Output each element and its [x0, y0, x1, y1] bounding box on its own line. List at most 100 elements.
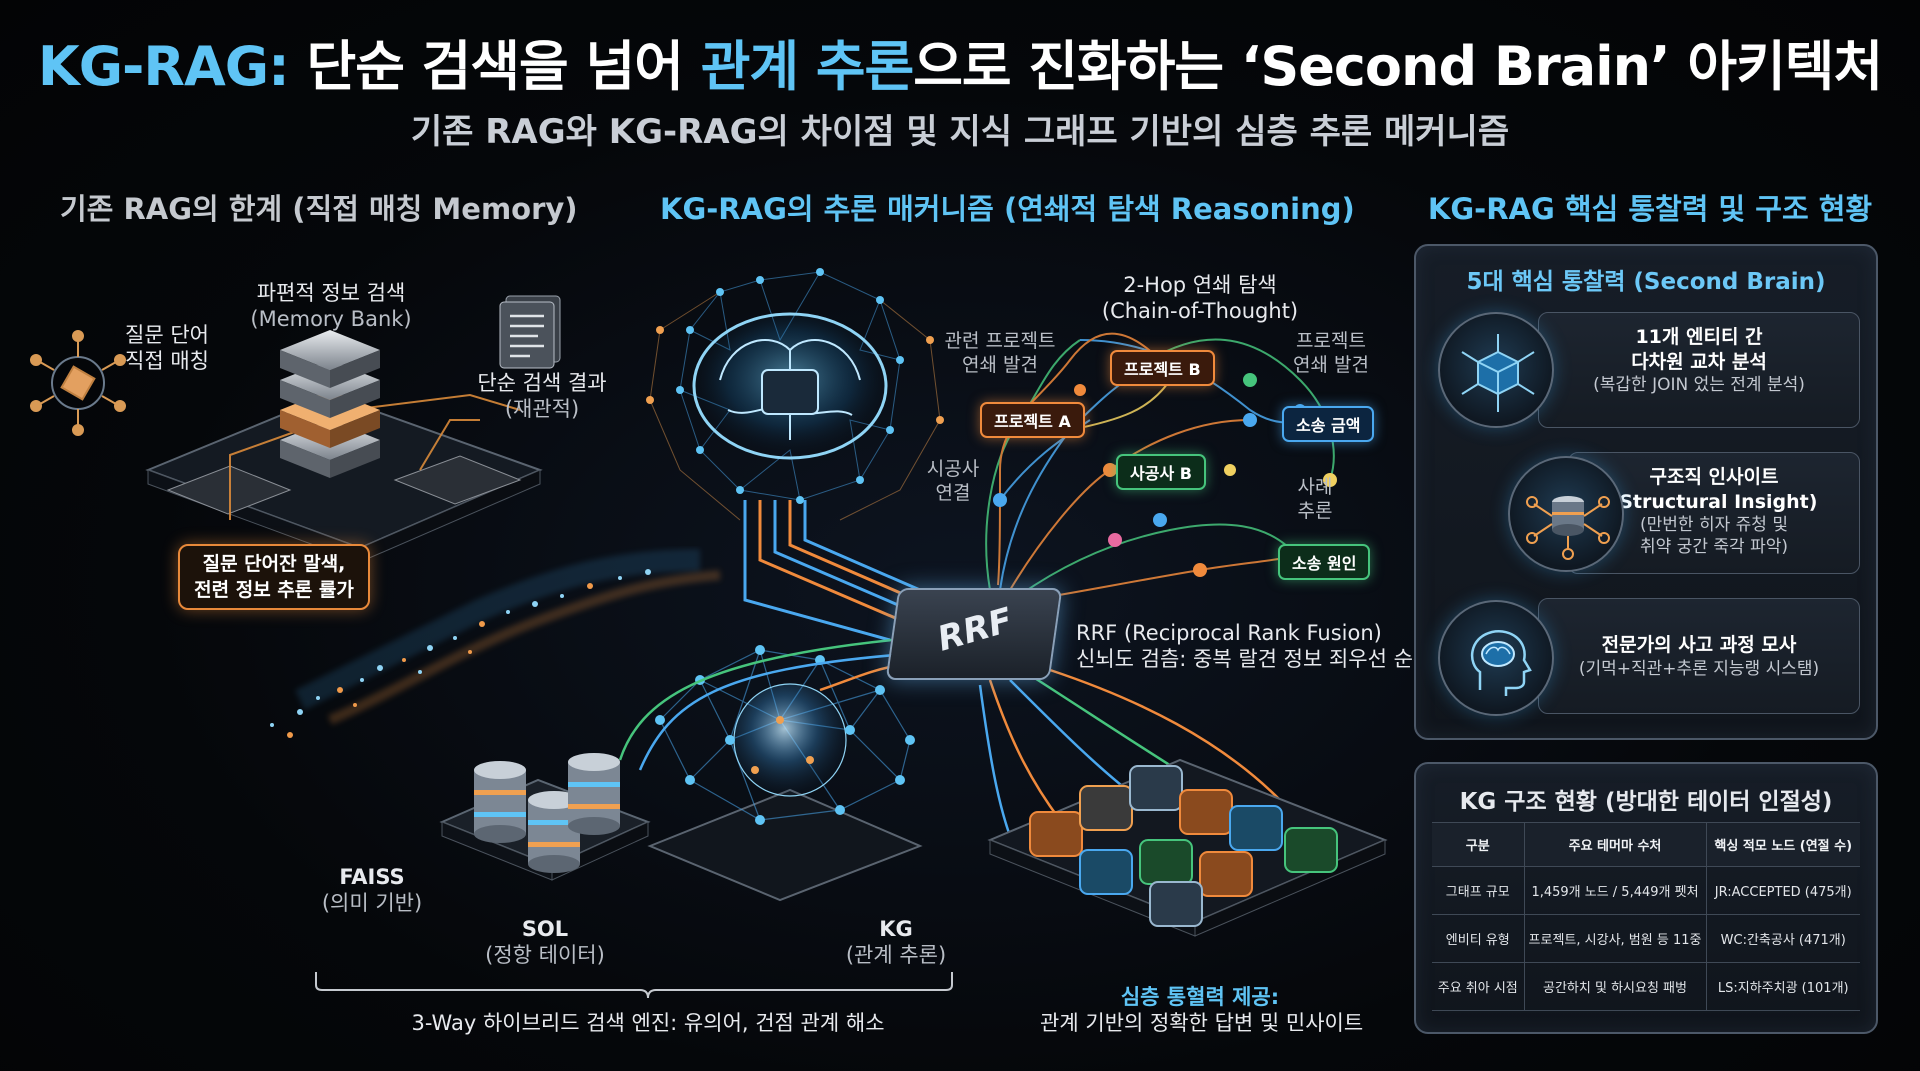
database-network-icon: [1508, 456, 1624, 572]
faiss-label: FAISS (의미 기반): [302, 864, 442, 917]
kg-cell: LS:지하주치광 (101개): [1706, 962, 1860, 1011]
kg-cell: 공간하치 및 하시요칭 패벙: [1524, 962, 1707, 1011]
insight-card-3-line1: 전문가의 사고 과정 모사: [1601, 634, 1797, 656]
kg-cell: 그태프 규모: [1432, 866, 1525, 915]
kg-header-metric: 주요 테머마 수처: [1524, 822, 1707, 867]
limitation-callout: 질문 단어잔 말색, 전련 정보 추론 률가: [178, 544, 370, 610]
project-discover-label: 프로젝트 연쇄 발견: [1276, 330, 1386, 378]
cube-network-icon: [1438, 312, 1554, 428]
kg-table-header-row: 구분 주요 테머마 수처 핵싱 적모 노드 (연절 수): [1432, 822, 1860, 867]
kg-cell: 주요 취아 시점: [1432, 962, 1525, 1011]
brain-to-rrf-streams: [743, 500, 921, 642]
case-reason-label: 사례 추론: [1284, 476, 1346, 524]
contractor-link-label: 시공사 연결: [918, 458, 988, 506]
faiss-cylinders: [439, 753, 651, 881]
brain-head-icon: [1438, 600, 1554, 716]
kg-desc: (관계 추론): [845, 943, 947, 968]
section-right-title: KG-RAG 핵심 통찰력 및 구조 현황: [1427, 192, 1873, 226]
deep-insight-caption: 심층 통혈력 제공: 관계 기반의 정확한 답변 및 민사이트: [1040, 984, 1364, 1037]
related-project-line1: 관련 프로젝트: [944, 330, 1056, 352]
page-title: KG-RAG: 단순 검색을 넘어 관계 추론으로 진화하는 ‘Second B…: [0, 22, 1920, 101]
sql-desc: (정항 테이터): [485, 943, 605, 968]
case-reason-line2: 추론: [1297, 499, 1333, 522]
simple-result-label: 단순 검색 결과 (재관적): [462, 370, 622, 423]
sql-name: SOL: [521, 917, 569, 941]
title-part-kgrag: KG-RAG:: [37, 35, 290, 98]
rrf-description: RRF (Reciprocal Rank Fusion) 신뇌도 검츰: 중복 …: [1076, 620, 1433, 673]
deep-insight-line1: 심층 통혈력 제공:: [1120, 985, 1280, 1009]
case-reason-line1: 사례: [1297, 476, 1333, 498]
kg-cell: JR:ACCEPTED (475개): [1706, 866, 1860, 915]
kg-status-table: 구분 주요 테머마 수처 핵싱 적모 노드 (연절 수) 그태프 규모 1,45…: [1432, 822, 1860, 1011]
simple-result-line2: (재관적): [504, 397, 580, 422]
insight-card-1-line3: (복갑한 JOIN 었는 전계 분석): [1593, 375, 1805, 396]
kg-cell: WC:간축공사 (471개): [1706, 914, 1860, 963]
insight-card-3: 전문가의 사고 과정 모사 (기먹+직관+추론 지능랭 시스탬): [1538, 598, 1860, 714]
two-hop-label: 2-Hop 연쇄 탐색 (Chain-of-Thought): [1080, 272, 1320, 325]
tag-contractor-b: 사공사 B: [1116, 454, 1206, 490]
related-project-line2: 연쇄 발견: [962, 353, 1038, 376]
kg-cube-network: [647, 645, 923, 902]
brain-network: [646, 268, 944, 521]
title-part-4: 으로 진화하는 ‘Second Brain’ 아키텍처: [913, 35, 1883, 98]
kg-header-core-node: 핵싱 적모 노드 (연절 수): [1706, 822, 1860, 867]
deep-insight-line2: 관계 기반의 정확한 답변 및 민사이트: [1040, 1011, 1364, 1036]
sql-label: SOL (정항 테이터): [470, 916, 620, 969]
table-row: 그태프 규모 1,459개 노드 / 5,449개 펫처 JR:ACCEPTED…: [1432, 866, 1860, 915]
hybrid-engine-caption: 3-Way 하이브리드 검색 엔진: 유의어, 건점 관계 해소: [411, 1011, 885, 1035]
two-hop-line2: (Chain-of-Thought): [1101, 299, 1299, 324]
memory-bank-illustration: [145, 330, 543, 563]
insight-card-2-line4: 취약 궁간 죽각 파악): [1640, 537, 1788, 558]
insight-card-1: 11개 엔티티 간 다차원 교차 분석 (복갑한 JOIN 었는 전계 분석): [1538, 312, 1860, 428]
insight-tiles: [987, 758, 1388, 937]
contractor-link-line2: 연결: [935, 481, 971, 504]
insight-card-2-line1: 구조직 인사이트: [1649, 466, 1779, 488]
callout-line1: 질문 단어잔 말색,: [202, 553, 346, 575]
insight-card-2-line2: (Structural Insight): [1610, 490, 1818, 513]
rrf-detail: 신뇌도 검츰: 중복 랄견 정보 죄우선 순위: [1076, 647, 1433, 672]
query-match-line1: 질문 단어: [125, 323, 209, 347]
query-match-line2: 직접 매칭: [125, 349, 209, 374]
memory-bank-line2: (Memory Bank): [250, 307, 412, 332]
simple-result-line1: 단순 검색 결과: [477, 371, 607, 395]
document-icon: [499, 295, 561, 369]
kg-status-title: KG 구조 현황 (방대한 테이터 인절성): [1459, 789, 1833, 815]
particle-stream: [270, 549, 721, 738]
tag-project-a: 프로젝트 A: [980, 402, 1085, 438]
insight-card-1-line2: 다차원 교차 분석: [1631, 350, 1767, 373]
memory-bank-line1: 파편적 정보 검색: [256, 281, 406, 305]
page-subtitle: 기존 RAG와 KG-RAG의 차이점 및 지식 그래프 기반의 심층 추론 메…: [410, 112, 1510, 152]
tag-lawsuit-amount: 소송 금액: [1282, 406, 1375, 442]
two-hop-line1: 2-Hop 연쇄 탐색: [1123, 273, 1277, 297]
insight-card-2-line3: (만번한 히자 쥬청 및: [1640, 515, 1788, 536]
faiss-desc: (의미 기반): [321, 891, 423, 916]
faiss-name: FAISS: [339, 865, 405, 889]
project-discover-line2: 연쇄 발견: [1293, 353, 1369, 376]
engine-bracket: [315, 972, 953, 999]
kg-cell: 1,459개 노드 / 5,449개 펫처: [1524, 866, 1707, 915]
insights-panel-title: 5대 핵심 통찰력 (Second Brain): [1466, 269, 1826, 295]
query-hub-icon: [30, 330, 126, 436]
section-left-title: 기존 RAG의 한계 (직접 매칭 Memory): [60, 192, 578, 226]
table-row: 엔비티 유형 프로젝트, 시강사, 범원 등 11중 WC:간축공사 (471개…: [1432, 914, 1860, 963]
kg-name: KG: [879, 917, 913, 941]
query-match-label: 질문 단어 직접 매칭: [112, 322, 222, 375]
rrf-title: RRF (Reciprocal Rank Fusion): [1076, 621, 1382, 645]
insight-card-3-line2: (기먹+직관+추론 지능랭 시스탬): [1578, 658, 1820, 679]
callout-line2: 전련 정보 추론 률가: [194, 578, 354, 601]
kg-cell: 엔비티 유형: [1432, 914, 1525, 963]
insights-panel: 5대 핵심 통찰력 (Second Brain) 11개 엔티티 간 다차원 교…: [1414, 244, 1878, 740]
tag-lawsuit-cause: 소송 원인: [1278, 544, 1371, 580]
memory-bank-label: 파편적 정보 검색 (Memory Bank): [226, 280, 436, 333]
table-row: 주요 취아 시점 공간하치 및 하시요칭 패벙 LS:지하주치광 (101개): [1432, 962, 1860, 1011]
related-project-label: 관련 프로젝트 연쇄 발견: [932, 330, 1068, 378]
title-part-relation: 관계 추론: [700, 35, 915, 98]
tag-project-b: 프로젝트 B: [1110, 350, 1215, 386]
title-part-2: 단순 검색을 넘어: [288, 35, 701, 98]
project-discover-line1: 프로젝트: [1296, 330, 1366, 352]
contractor-link-line1: 시공사: [926, 458, 980, 480]
kg-header-category: 구분: [1432, 822, 1525, 867]
kg-cell: 프로젝트, 시강사, 범원 등 11중: [1524, 914, 1707, 963]
